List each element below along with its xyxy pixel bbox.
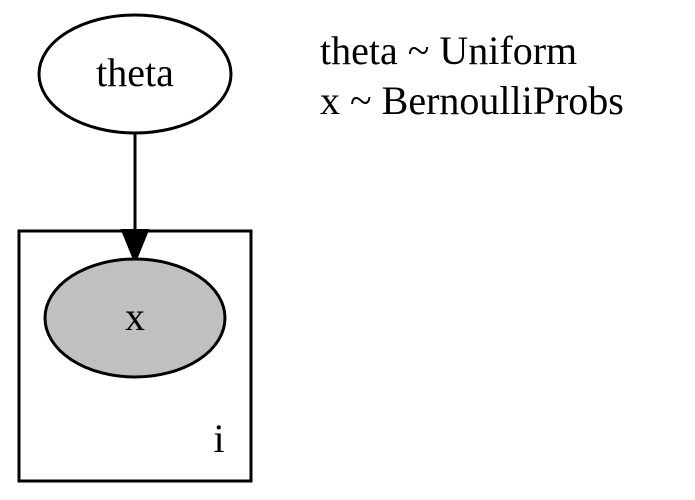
distribution-legend: theta ~ Uniform x ~ BernoulliProbs <box>320 26 624 126</box>
edge-arrowhead <box>120 229 150 265</box>
legend-line-x: x ~ BernoulliProbs <box>320 78 624 123</box>
node-theta: theta <box>37 13 233 135</box>
node-theta-ellipse <box>37 13 233 135</box>
node-theta-label: theta <box>96 50 174 95</box>
node-x-label: x <box>125 294 145 339</box>
plate-label: i <box>213 416 224 461</box>
node-x: x <box>43 257 227 379</box>
node-x-ellipse <box>43 257 227 379</box>
legend-line-theta: theta ~ Uniform <box>320 28 578 73</box>
